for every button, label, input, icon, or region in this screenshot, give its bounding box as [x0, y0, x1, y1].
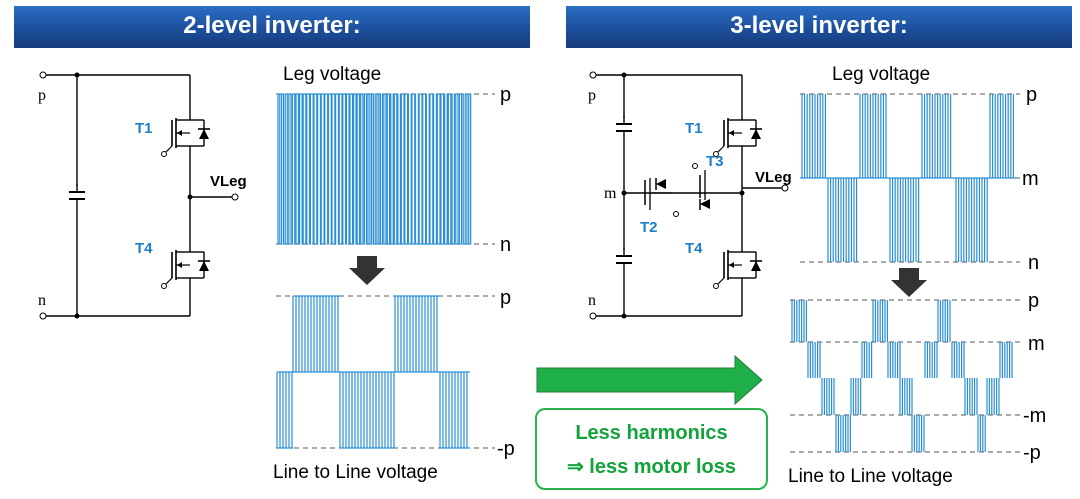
three-level-terminal-p: p — [588, 87, 596, 104]
two-level-terminal-p: p — [38, 87, 46, 104]
three-level-leg-p: p — [1026, 84, 1037, 106]
two-level-leg-title: Leg voltage — [283, 64, 381, 85]
three-level-leg-title: Leg voltage — [832, 64, 930, 85]
three-level-t1-label: T1 — [685, 120, 703, 137]
three-level-ll-title: Line to Line voltage — [788, 466, 953, 487]
three-level-leg-waveform — [800, 94, 1016, 262]
callout-line-1: Less harmonics — [575, 422, 728, 444]
three-level-vleg-label: VLeg — [755, 169, 792, 186]
two-level-vleg-label: VLeg — [210, 173, 247, 190]
two-level-line-waveform — [276, 295, 470, 449]
three-level-ll-neg-p: -p — [1023, 442, 1041, 464]
right-arrow-icon — [536, 354, 763, 406]
two-level-banner: 2-level inverter: — [14, 6, 530, 48]
two-level-t1-label: T1 — [135, 120, 153, 137]
benefit-callout: Less harmonics ⇒ less motor loss — [535, 408, 768, 490]
two-level-ll-neg-p: -p — [497, 438, 515, 460]
three-level-t2-label: T2 — [640, 219, 658, 236]
three-level-circuit — [589, 71, 789, 320]
two-level-ll-title: Line to Line voltage — [273, 462, 438, 483]
three-level-leg-n: n — [1028, 252, 1039, 274]
three-level-terminal-n: n — [588, 292, 596, 309]
down-arrow-icon — [349, 256, 385, 285]
two-level-terminal-n: n — [38, 292, 46, 309]
down-arrow-icon-2 — [891, 268, 927, 297]
three-level-banner: 3-level inverter: — [566, 6, 1072, 48]
two-level-leg-n: n — [500, 234, 511, 256]
three-level-t3-label: T3 — [706, 153, 724, 170]
two-level-leg-waveform — [277, 93, 472, 245]
three-level-t4-label: T4 — [685, 240, 703, 257]
three-level-ll-neg-m: -m — [1023, 405, 1046, 427]
two-level-leg-p: p — [500, 84, 511, 106]
two-level-ll-p: p — [500, 287, 511, 309]
three-level-terminal-m: m — [604, 185, 617, 202]
two-level-circuit — [39, 71, 239, 320]
three-level-line-waveform — [791, 300, 1013, 452]
three-level-ll-m: m — [1028, 333, 1045, 355]
two-level-t4-label: T4 — [135, 240, 153, 257]
callout-line-2: ⇒ less motor loss — [566, 456, 737, 478]
three-level-ll-p: p — [1028, 290, 1039, 312]
three-level-leg-m: m — [1022, 168, 1039, 190]
